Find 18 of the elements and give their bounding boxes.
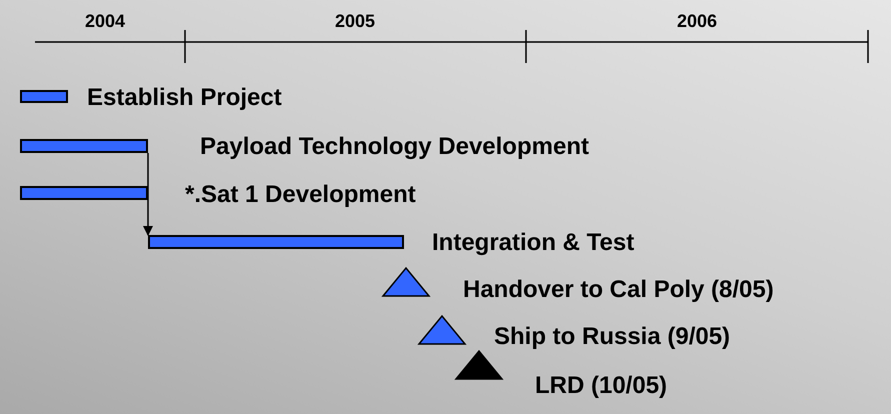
- task-bar: [20, 186, 148, 200]
- dependency-arrow: [143, 153, 153, 236]
- milestone-label: Integration & Test: [432, 229, 634, 257]
- year-label: 2004: [84, 10, 126, 32]
- task-label: LRD (10/05): [535, 372, 668, 400]
- milestone-triangle: [382, 267, 430, 297]
- task-bar: [20, 90, 68, 103]
- task-bar: [148, 235, 404, 249]
- milestone-triangle: [455, 350, 503, 380]
- milestone-triangle: [418, 315, 466, 345]
- task-label: Establish Project: [87, 84, 282, 112]
- milestone-label: Ship to Russia (9/05): [494, 323, 730, 351]
- task-label: Payload Technology Development: [200, 133, 589, 161]
- year-label: 2006: [676, 10, 718, 32]
- year-label: 2005: [334, 10, 376, 32]
- task-label: *.Sat 1 Development: [185, 181, 416, 209]
- milestone-label: Handover to Cal Poly (8/05): [463, 276, 774, 304]
- task-bar: [20, 139, 148, 153]
